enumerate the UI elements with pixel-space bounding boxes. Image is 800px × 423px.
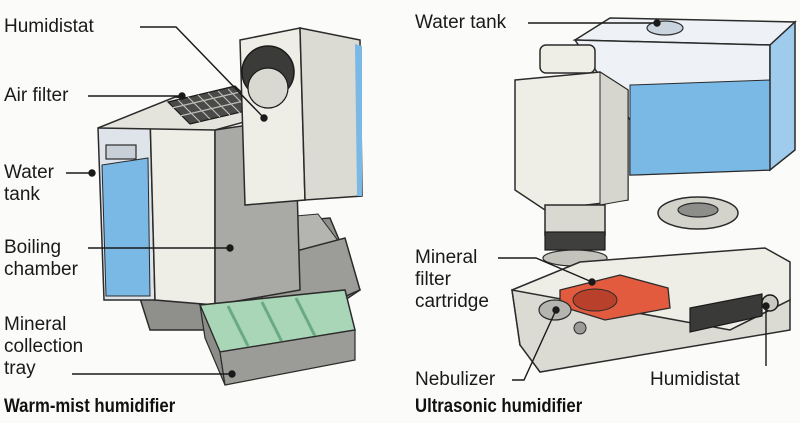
air-filter-grid (171, 88, 251, 123)
filter-hollow (572, 288, 618, 312)
label-water-tank-left: Water tank (4, 162, 54, 205)
lid-edge-blue (355, 44, 362, 196)
us-tank-water (629, 79, 771, 176)
label-nebulizer: Nebulizer (415, 369, 496, 390)
leader-lines (66, 19, 770, 381)
leader-humidistat-left (140, 26, 265, 119)
ultrasonic-unit (511, 17, 797, 373)
leader-dot-air-filter (178, 92, 186, 100)
control-panel (689, 293, 763, 333)
leader-dot-nebulizer (552, 306, 560, 314)
tank-handle (105, 144, 137, 160)
bottle-shade (599, 71, 629, 206)
leader-dot-humidistat-left (260, 114, 268, 122)
leader-mineral-filter (498, 257, 593, 283)
caption-ultrasonic: Ultrasonic humidifier (415, 396, 583, 417)
leader-dot-humidistat-right (762, 302, 770, 310)
us-tank-side (769, 20, 796, 172)
lid-vent-inner (247, 67, 289, 109)
lid-side (299, 27, 363, 201)
leader-dot-water-tank-left (88, 169, 96, 177)
warm-mist-unit (97, 27, 363, 386)
water-tank-window (101, 157, 151, 297)
label-mineral-collection-tray: Mineral collection tray (4, 314, 84, 379)
leader-dot-mineral-tray (228, 370, 236, 378)
label-mineral-filter-cartridge: Mineral filter cartridge (415, 247, 489, 312)
main-body-front (149, 114, 216, 306)
label-humidistat-right: Humidistat (650, 369, 740, 390)
label-boiling-chamber: Boiling chamber (4, 237, 78, 280)
tray-ribs (226, 297, 318, 347)
nebulizer-pin (573, 321, 587, 335)
valve-stem (544, 204, 606, 236)
leader-dot-boiling-chamber (226, 244, 234, 252)
leader-nebulizer (512, 309, 557, 381)
ring-seal-inner (677, 202, 719, 218)
leader-dot-mineral-filter (588, 278, 596, 286)
caption-warm-mist: Warm-mist humidifier (4, 396, 176, 417)
label-water-tank-right: Water tank (415, 12, 507, 33)
leader-dot-water-tank-right (653, 19, 661, 27)
bottle-cap (539, 44, 596, 74)
label-air-filter: Air filter (4, 85, 69, 106)
label-humidistat-left: Humidistat (4, 16, 94, 37)
valve-grip (544, 231, 606, 251)
